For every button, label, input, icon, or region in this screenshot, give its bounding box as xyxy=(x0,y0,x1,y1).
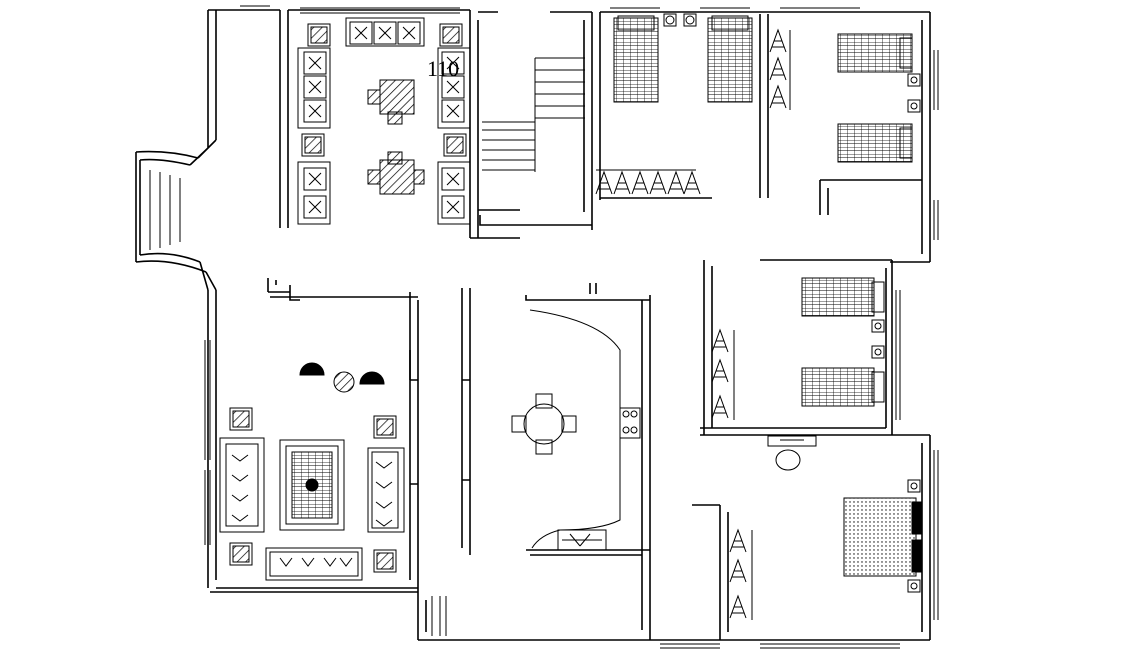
bedroom-right-top-furniture xyxy=(769,29,921,163)
living-room-furniture xyxy=(219,362,405,581)
walls xyxy=(135,9,931,641)
bedroom-top-furniture xyxy=(595,13,753,195)
windows xyxy=(204,5,939,649)
master-bedroom-furniture xyxy=(729,449,923,620)
kitchen-furniture xyxy=(511,393,641,551)
lounge-furniture xyxy=(297,17,471,225)
room-label: 110 xyxy=(427,56,459,81)
bedroom-right-mid-furniture xyxy=(711,277,885,420)
